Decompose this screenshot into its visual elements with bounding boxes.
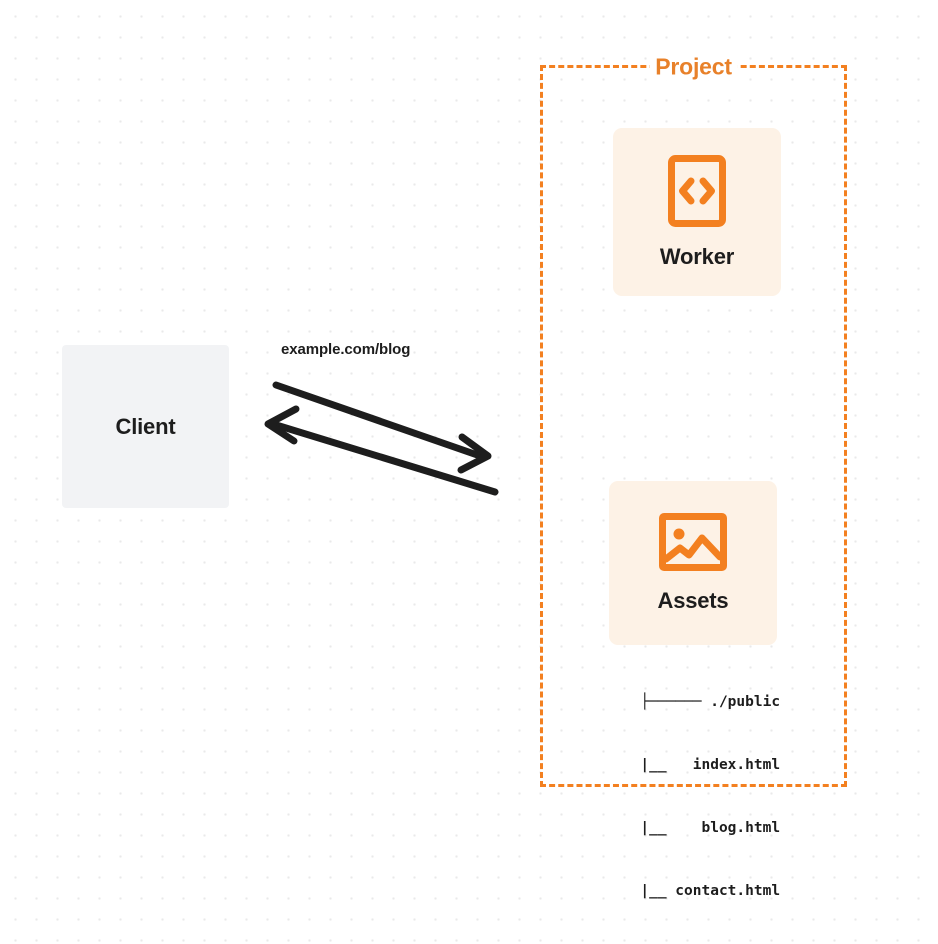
group-project-title: Project [649,53,738,81]
node-assets-label: Assets [657,588,729,613]
group-project: Project [540,53,847,787]
file-tree-row: |__ contact.html [588,883,781,899]
image-icon [658,512,728,572]
node-worker-label: Worker [659,244,735,269]
arrow-response [264,405,499,496]
node-worker[interactable]: Worker [613,128,781,296]
file-tree-row: |__ blog.html [588,820,781,836]
arrow-request [272,381,492,474]
edge-label-request-url: example.com/blog [281,341,411,358]
diagram-canvas: Client example.com/blog Project Worker [62,53,847,899]
code-brackets-icon [667,154,727,228]
file-tree-row: |__ index.html [588,757,781,773]
file-tree-row: ├────── ./public [640,694,781,710]
assets-file-tree: ├────── ./public |__ index.html |__ blog… [588,650,780,944]
node-client-label: Client [115,413,176,439]
node-assets[interactable]: Assets [609,481,777,645]
node-client[interactable]: Client [62,345,229,508]
